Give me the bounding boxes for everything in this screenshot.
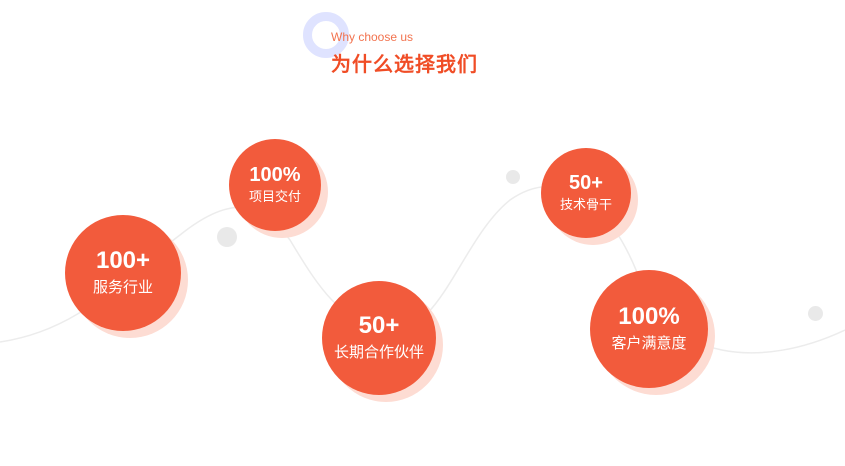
stat-service-industries: 100+ 服务行业 [65, 215, 181, 331]
section-header: Why choose us 为什么选择我们 [0, 0, 845, 90]
decorative-ring-icon [303, 12, 349, 58]
stat-technical-backbone: 50+ 技术骨干 [541, 148, 631, 238]
stat-value: 100% [249, 163, 301, 186]
section-subtitle: Why choose us [331, 30, 414, 44]
stat-value: 100+ [95, 247, 151, 275]
stat-value: 50+ [358, 312, 400, 340]
stat-label: 项目交付 [248, 189, 301, 205]
decorative-dot [217, 227, 237, 247]
stat-label: 客户满意度 [611, 334, 687, 353]
decorative-dot [506, 170, 520, 184]
stat-value: 100% [618, 303, 680, 331]
stat-label: 服务行业 [92, 278, 153, 297]
stat-project-delivery: 100% 项目交付 [229, 139, 321, 231]
stat-label: 长期合作伙伴 [333, 343, 424, 362]
decorative-dot [808, 306, 823, 321]
stat-long-term-partners: 50+ 长期合作伙伴 [322, 281, 436, 395]
stat-value: 50+ [569, 171, 603, 194]
stat-label: 技术骨干 [559, 197, 612, 213]
stat-customer-satisfaction: 100% 客户满意度 [590, 270, 708, 388]
section-title: 为什么选择我们 [331, 52, 478, 76]
